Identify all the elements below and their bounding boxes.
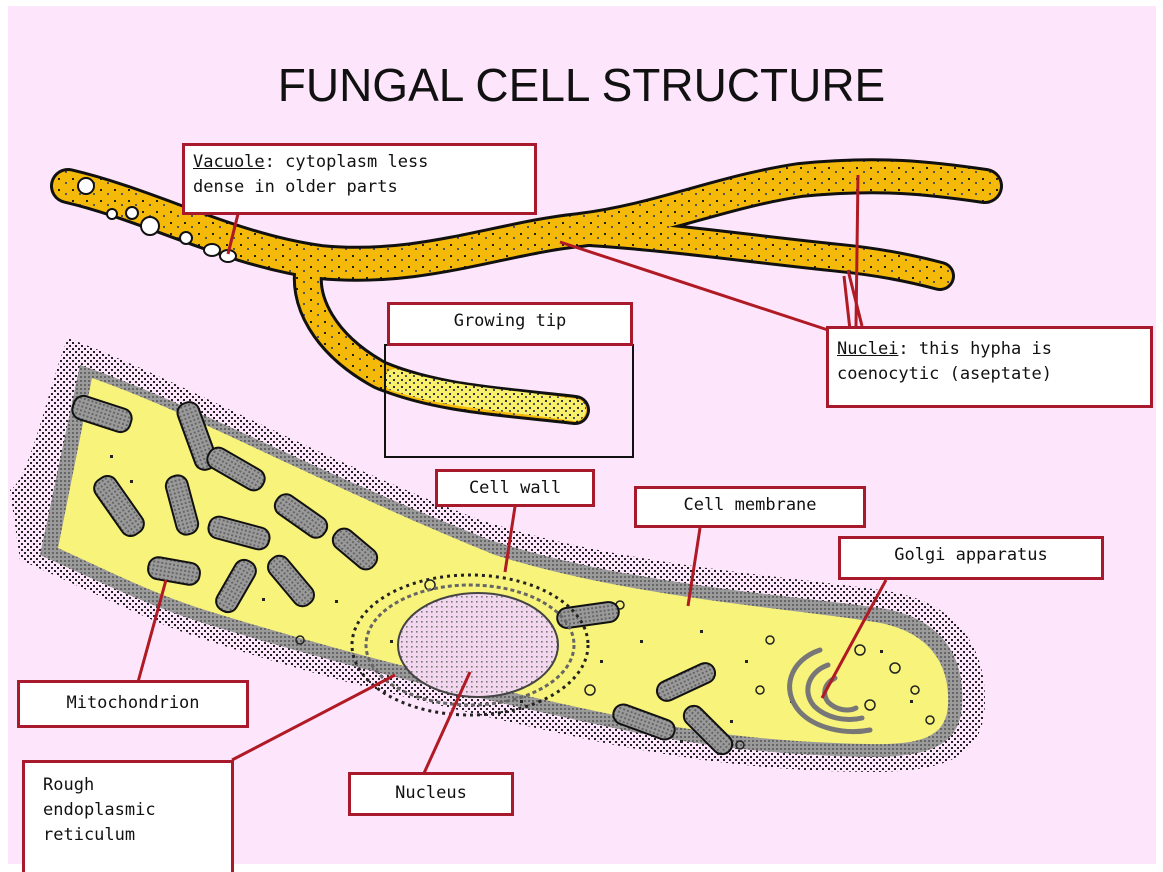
rer-line3: reticulum: [43, 825, 135, 845]
nuclei-desc-line1: : this hypha is: [898, 339, 1052, 359]
label-growing-tip: Growing tip: [387, 302, 633, 346]
nucleus-body: [398, 593, 558, 697]
label-golgi-apparatus: Golgi apparatus: [838, 536, 1104, 580]
label-cell-membrane: Cell membrane: [634, 486, 866, 528]
vacuole-desc-line2: dense in older parts: [193, 177, 398, 197]
label-vacuole: Vacuole: cytoplasm less dense in older p…: [182, 143, 537, 215]
label-cell-wall: Cell wall: [435, 469, 595, 507]
slide-title: FUNGAL CELL STRUCTURE: [0, 58, 1163, 112]
nuclei-term: Nuclei: [837, 339, 898, 359]
label-nucleus: Nucleus: [348, 772, 514, 816]
vacuole-desc-line1: : cytoplasm less: [265, 152, 429, 172]
vacuole-term: Vacuole: [193, 152, 265, 172]
rer-line1: Rough: [43, 775, 94, 795]
nuclei-desc-line2: coenocytic (aseptate): [837, 364, 1052, 384]
label-mitochondrion: Mitochondrion: [17, 680, 249, 728]
label-rough-er: Rough endoplasmic reticulum: [22, 760, 234, 872]
rer-line2: endoplasmic: [43, 800, 156, 820]
label-nuclei: Nuclei: this hypha is coenocytic (asepta…: [826, 326, 1153, 408]
